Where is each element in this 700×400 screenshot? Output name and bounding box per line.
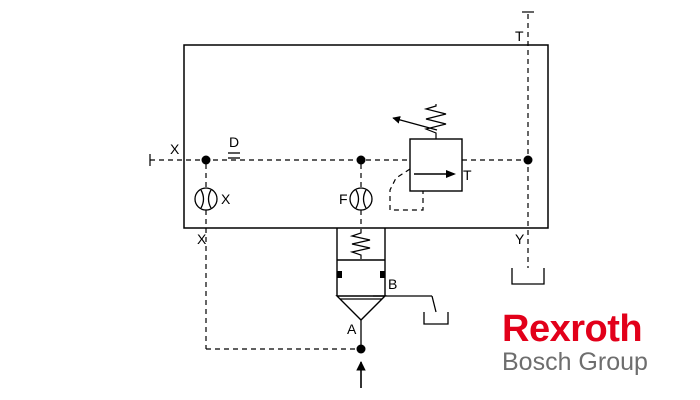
label-y: Y (515, 231, 525, 247)
label-x-bottom: X (197, 231, 207, 247)
label-a: A (347, 321, 357, 337)
junction-dot (356, 155, 366, 165)
label-t-top: T (515, 28, 524, 44)
junction-dot (201, 155, 211, 165)
valve-arrow (446, 170, 456, 178)
label-f: F (339, 191, 348, 207)
tank-y (511, 268, 545, 285)
orifice-d (228, 152, 240, 159)
label-x-gauge: X (221, 191, 231, 207)
spring-adjust-arrow (392, 116, 438, 131)
spool-stop (337, 271, 342, 278)
junction-dot (523, 155, 533, 165)
pilot-spring (423, 104, 447, 139)
spool-stop (380, 271, 385, 278)
label-d: D (229, 134, 239, 150)
logo-brand: Rexroth (502, 308, 643, 350)
pilot-feedback (389, 168, 424, 211)
tank-b (423, 312, 449, 325)
main-poppet (335, 295, 387, 321)
restrictor-f (349, 187, 373, 211)
restrictor-x (194, 187, 218, 211)
label-x-left: X (170, 141, 180, 157)
rexroth-logo: Rexroth Bosch Group (502, 310, 648, 375)
pilot-relief-valve (409, 138, 463, 192)
label-b: B (388, 276, 397, 292)
main-spring (349, 229, 371, 259)
pilot-line-x (205, 164, 356, 350)
logo-subtitle: Bosch Group (502, 348, 648, 376)
main-spool (336, 228, 386, 296)
tank-b-drop (431, 295, 437, 313)
valve-housing (183, 44, 549, 229)
label-t-valve: T (463, 167, 472, 183)
